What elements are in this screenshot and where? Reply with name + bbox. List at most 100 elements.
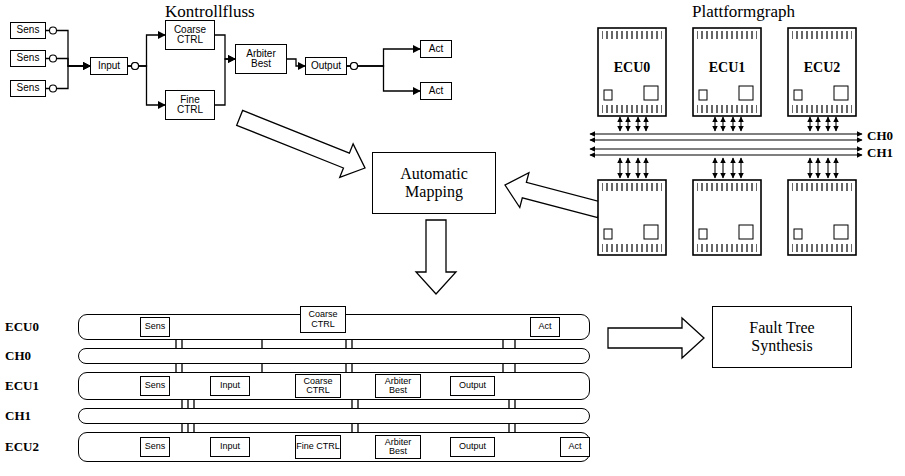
actuator-box: Act bbox=[420, 40, 452, 58]
node-label: Arbiter Best bbox=[376, 377, 420, 396]
bus-link bbox=[732, 117, 733, 131]
flow-connector bbox=[215, 59, 235, 105]
node-label: Sens bbox=[145, 322, 166, 331]
node-label: Act bbox=[538, 322, 551, 331]
process-box: Input bbox=[210, 376, 250, 396]
node-label: ECU0 bbox=[614, 60, 651, 76]
diagram-title: Plattformgraph bbox=[692, 2, 795, 22]
chip-pins bbox=[602, 31, 662, 39]
bus-link bbox=[714, 158, 715, 178]
ecu-chip: ECU0 bbox=[598, 28, 666, 116]
sensor-box: Sens bbox=[140, 317, 170, 337]
bus-link bbox=[740, 117, 741, 131]
bus-link bbox=[732, 158, 733, 178]
node-label: Fault Tree Synthesis bbox=[717, 319, 847, 356]
flow-connector bbox=[215, 35, 235, 59]
port-circle bbox=[50, 55, 57, 62]
node-label: Act bbox=[568, 442, 581, 451]
node-label: Input bbox=[220, 381, 240, 390]
chip-part bbox=[739, 225, 753, 239]
node-label: ECU2 bbox=[804, 60, 841, 76]
node-label: Input bbox=[98, 61, 120, 72]
bus-link bbox=[817, 117, 818, 131]
node-label: Act bbox=[429, 44, 443, 55]
chip-pins bbox=[697, 31, 757, 39]
chip-pins bbox=[792, 244, 852, 252]
chip-pins bbox=[697, 105, 757, 113]
process-box: Coarse CTRL bbox=[295, 374, 341, 398]
bus-link bbox=[637, 158, 638, 178]
bus-link bbox=[645, 117, 646, 131]
chip-pins bbox=[697, 183, 757, 191]
channel-band: CH0 bbox=[78, 348, 590, 364]
band-label: ECU2 bbox=[5, 439, 39, 455]
flow-connector bbox=[347, 66, 420, 91]
channel-label: CH1 bbox=[867, 145, 893, 161]
channel-label: CH0 bbox=[867, 128, 893, 144]
bus-line bbox=[590, 148, 862, 149]
ecu-chips bbox=[598, 28, 856, 255]
chip-pins bbox=[792, 31, 852, 39]
process-box: Arbiter Best bbox=[235, 44, 287, 74]
port-circle bbox=[351, 63, 358, 70]
chip-part bbox=[794, 229, 802, 239]
bus-link bbox=[835, 117, 836, 131]
chip-part bbox=[644, 225, 658, 239]
bus-link bbox=[645, 158, 646, 178]
process-box: Input bbox=[90, 57, 128, 75]
process-box: Fault Tree Synthesis bbox=[712, 306, 852, 368]
port-circle bbox=[351, 63, 358, 70]
bus-link bbox=[835, 158, 836, 178]
flow-connector bbox=[347, 49, 420, 66]
flow-connector bbox=[287, 59, 305, 66]
node-label: Sens bbox=[145, 381, 166, 390]
chip-part bbox=[604, 229, 612, 239]
actuator-box: Act bbox=[560, 437, 590, 457]
process-box: Output bbox=[450, 376, 495, 396]
band-label: CH1 bbox=[5, 408, 31, 424]
chip-part bbox=[644, 86, 658, 100]
bus-link bbox=[627, 158, 628, 178]
flow-connector bbox=[128, 66, 165, 105]
port-circle bbox=[132, 63, 139, 70]
bus-link bbox=[619, 117, 620, 131]
process-box: Arbiter Best bbox=[375, 374, 421, 398]
process-box: Output bbox=[305, 57, 347, 75]
node-label: ECU1 bbox=[709, 60, 746, 76]
flow-connector bbox=[46, 31, 90, 67]
chip-part bbox=[699, 90, 707, 100]
hollow-arrow bbox=[500, 168, 604, 228]
hollow-arrow bbox=[416, 220, 456, 294]
node-label: Sens bbox=[17, 25, 40, 36]
node-label: Coarse CTRL bbox=[301, 310, 345, 329]
flow-connector bbox=[128, 35, 165, 66]
chip-pins bbox=[792, 183, 852, 191]
chip-part bbox=[699, 229, 707, 239]
chip-pins bbox=[602, 105, 662, 113]
band-label: ECU1 bbox=[5, 378, 39, 394]
chip-body bbox=[598, 28, 666, 116]
actuator-box: Act bbox=[530, 317, 560, 337]
node-label: Arbiter Best bbox=[376, 438, 420, 457]
node-label: Coarse CTRL bbox=[166, 25, 214, 46]
band-label: CH0 bbox=[5, 348, 31, 364]
node-label: Fine CTRL bbox=[166, 95, 214, 116]
ecu-chip: ECU1 bbox=[693, 28, 761, 116]
bus-link bbox=[809, 117, 810, 131]
ecu-band: ECU2SensInputFine CTRLArbiter BestOutput… bbox=[78, 432, 590, 462]
port-circle bbox=[132, 63, 139, 70]
bus-link bbox=[740, 158, 741, 178]
bus-link bbox=[722, 117, 723, 131]
node-label: Automatic Mapping bbox=[377, 165, 491, 202]
process-box: Coarse CTRL bbox=[300, 306, 346, 333]
chip-pins bbox=[792, 105, 852, 113]
node-label: Act bbox=[429, 86, 443, 97]
chip-part bbox=[794, 90, 802, 100]
chip-body bbox=[693, 180, 761, 255]
bus-link bbox=[619, 158, 620, 178]
chip-body bbox=[598, 180, 666, 255]
process-box: Arbiter Best bbox=[375, 435, 421, 459]
sensor-box: Sens bbox=[140, 437, 170, 457]
